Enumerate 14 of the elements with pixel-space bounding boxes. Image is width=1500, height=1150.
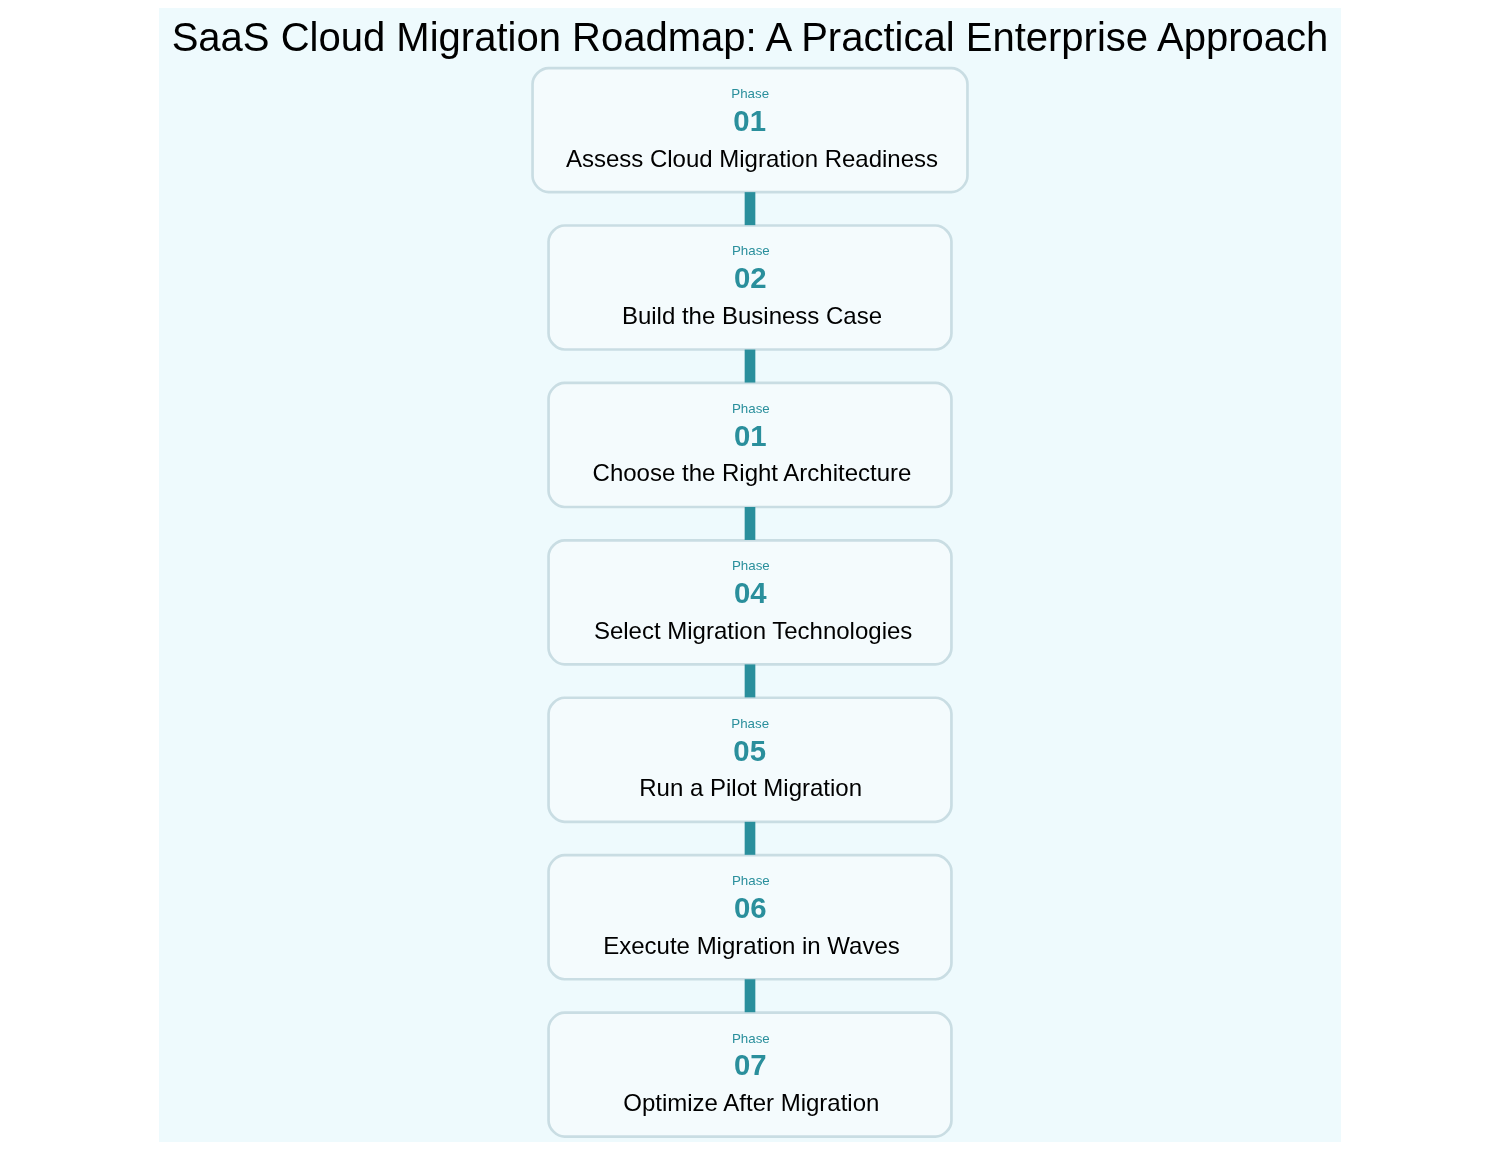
node-box: Phase 02 Build the Business Case	[547, 224, 953, 351]
node-box: Phase 07 Optimize After Migration	[547, 1011, 953, 1138]
node-box: Phase 04 Select Migration Technologies	[547, 538, 953, 666]
connector	[744, 506, 756, 540]
connector	[744, 349, 756, 383]
connector	[744, 979, 756, 1013]
connector	[744, 664, 756, 698]
connector	[744, 821, 756, 855]
node-box: Phase 01 Choose the Right Architecture	[547, 381, 953, 509]
node-box: Phase 05 Run a Pilot Migration	[547, 696, 953, 824]
node-box: Phase 01 Assess Cloud Migration Readiness	[531, 66, 969, 194]
connector	[744, 192, 756, 226]
node-box: Phase 06 Execute Migration in Waves	[547, 853, 953, 981]
diagram-title: SaaS Cloud Migration Roadmap: A Practical Enterprise Approach	[171, 14, 1329, 59]
